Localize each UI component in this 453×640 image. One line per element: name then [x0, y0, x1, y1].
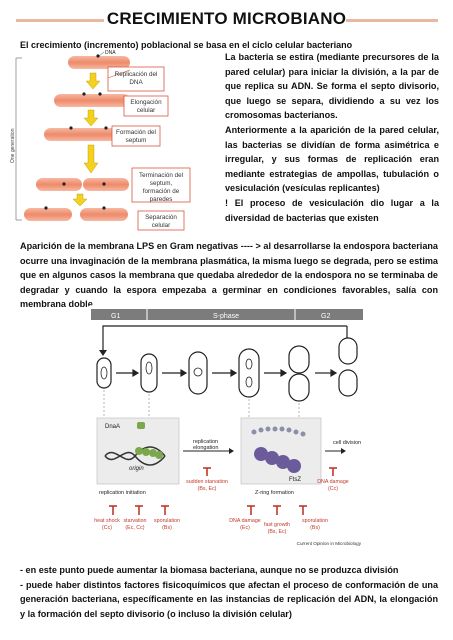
svg-text:celular: celular	[137, 107, 156, 114]
sudden-starvation-org: (Bs, Ec)	[198, 486, 217, 492]
dna-damage-mid-label: DNA damage	[229, 518, 261, 524]
heat-shock-org: (Cc)	[102, 525, 112, 531]
phase-s: S-phase	[213, 313, 239, 320]
svg-text:Terminación del: Terminación del	[139, 172, 183, 179]
inhibitor-marks	[109, 467, 337, 515]
sporulation-left-org: (Bs)	[162, 525, 172, 531]
zring-formation-label: Z-ring formation	[255, 490, 294, 496]
right-column-text: La bacteria se estira (mediante precurso…	[225, 50, 439, 225]
note-biomass: - en este punto puede aumentar la biomas…	[20, 565, 399, 575]
cell-stage-4b	[83, 178, 129, 191]
label-box-elongation: Elongación celular	[123, 95, 169, 117]
svg-text:Separación: Separación	[145, 214, 177, 221]
starvation-label: starvation	[124, 518, 147, 524]
dna-damage-right-org: (Cc)	[328, 486, 338, 492]
cell-stage-1	[68, 56, 130, 69]
dashed-guides	[103, 390, 300, 418]
label-box-termination: Terminación del septum, formación de par…	[131, 167, 191, 203]
label-box-septum: Formación del septum	[111, 125, 161, 147]
phase-g1: G1	[111, 313, 120, 320]
dnaa-label: DnaA	[105, 424, 120, 430]
cell-progress-arrows	[116, 368, 338, 378]
bottom-notes: - en este punto puede aumentar la biomas…	[20, 563, 438, 621]
sporulation-right-label: sporulation	[302, 518, 328, 524]
svg-text:septum,: septum,	[150, 180, 173, 187]
ftsz-label: FtsZ	[289, 477, 301, 483]
paragraph-elongation: La bacteria se estira (mediante precurso…	[225, 52, 439, 121]
svg-text:Formación del: Formación del	[116, 129, 156, 136]
dna-label: DNA	[105, 50, 116, 56]
cell-cycle-phases-figure: G1 S-phase G2 DnaA	[89, 306, 365, 551]
cell-stage-2	[54, 94, 130, 107]
phase-g2: G2	[321, 313, 330, 320]
svg-text:Elongación: Elongación	[130, 99, 162, 106]
lps-paragraph: Aparición de la membrana LPS en Gram neg…	[20, 241, 438, 310]
dna-damage-mid-org: (Ec)	[240, 525, 250, 531]
cell-stage-3	[44, 128, 134, 141]
cycle-loop-arrow	[102, 325, 348, 352]
sporulation-left-label: sporulation	[154, 518, 180, 524]
fast-growth-label: fast growth	[264, 522, 290, 528]
paragraph-vesiculation: ! El proceso de vesiculación dio lugar a…	[225, 197, 439, 223]
svg-text:formación de: formación de	[143, 188, 180, 195]
sudden-starvation-label: sudden starvation	[186, 479, 228, 485]
dnaa-filament	[135, 447, 163, 459]
svg-text:septum: septum	[126, 137, 147, 144]
figure-credit: Current Opinion in Microbiology	[297, 541, 362, 546]
title-bar: CRECIMIENTO MICROBIANO	[0, 9, 453, 33]
membrane-lipids	[251, 426, 306, 437]
starvation-org: (Ec, Cc)	[125, 525, 144, 531]
cell-stage-5a	[24, 208, 72, 221]
label-box-separation: Separación celular	[137, 210, 185, 231]
sporulation-right-org: (Bs)	[310, 525, 320, 531]
note-factors: - puede haber distintos factores fisicoq…	[20, 579, 438, 619]
fast-growth-org: (Bs, Ec)	[268, 529, 287, 535]
svg-text:celular: celular	[152, 222, 171, 229]
replication-elongation-line1: replication	[193, 439, 218, 445]
svg-text:paredes: paredes	[150, 196, 173, 203]
label-box-replication: Replicación del DNA	[107, 66, 165, 92]
origin-label: origin	[129, 466, 144, 472]
paragraph-asymmetric: Anteriormente a la aparición de la pared…	[225, 124, 439, 194]
progression-arrows	[72, 72, 101, 207]
title-decor-left	[16, 19, 104, 22]
generation-axis-label: One generation	[10, 128, 16, 163]
cells-row	[96, 337, 358, 402]
cell-stage-5b	[80, 208, 128, 221]
dna-damage-right-label: DNA damage	[317, 479, 349, 485]
replication-label-line2: DNA	[129, 79, 143, 86]
replication-elongation-line2: elongation	[193, 445, 218, 451]
cell-division-label: cell division	[333, 440, 361, 446]
page-title: CRECIMIENTO MICROBIANO	[106, 9, 347, 28]
cell-cycle-figure: One generation DNA Replicación del DNA E…	[10, 50, 191, 231]
replication-label-line1: Replicación del	[115, 71, 158, 78]
dnaa-protein	[137, 422, 145, 429]
cell-stage-4a	[36, 178, 82, 191]
ftsz-filament	[254, 447, 301, 473]
heat-shock-label: heat shock	[94, 518, 120, 524]
replication-initiation-label: replication initiation	[99, 490, 146, 496]
subtitle: El crecimiento (incremento) poblacional …	[20, 40, 353, 50]
phase-bar	[91, 309, 363, 320]
title-decor-right	[346, 19, 438, 22]
